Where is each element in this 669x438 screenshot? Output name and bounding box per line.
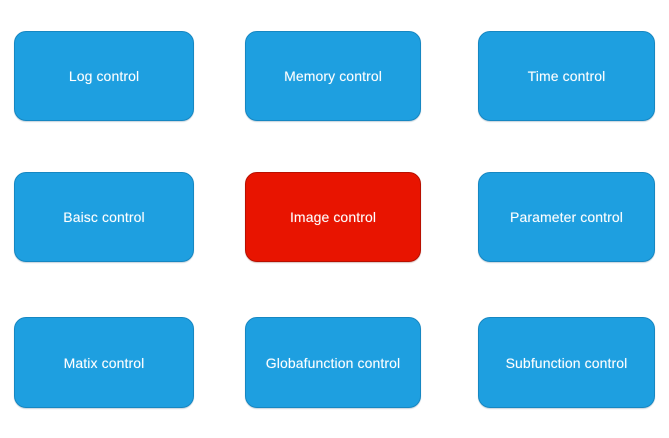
control-card-subfunction-control[interactable]: Subfunction control — [478, 317, 655, 408]
control-card-label: Globafunction control — [265, 354, 401, 371]
control-card-label: Image control — [289, 209, 377, 225]
control-card-label: Matix control — [63, 354, 145, 371]
control-card-label: Parameter control — [510, 209, 623, 225]
control-card-matix-control[interactable]: Matix control — [14, 317, 194, 408]
control-card-label: Baisc control — [63, 209, 145, 225]
control-card-image-control[interactable]: Image control — [245, 172, 421, 262]
control-card-baisc-control[interactable]: Baisc control — [14, 172, 194, 262]
control-card-label: Log control — [68, 68, 140, 84]
control-card-memory-control[interactable]: Memory control — [245, 31, 421, 121]
control-card-parameter-control[interactable]: Parameter control — [478, 172, 655, 262]
control-card-label: Time control — [527, 68, 606, 84]
control-card-globafunction-control[interactable]: Globafunction control — [245, 317, 421, 408]
control-card-time-control[interactable]: Time control — [478, 31, 655, 121]
control-card-log-control[interactable]: Log control — [14, 31, 194, 121]
control-card-label: Memory control — [284, 68, 382, 84]
control-card-label: Subfunction control — [505, 354, 628, 371]
